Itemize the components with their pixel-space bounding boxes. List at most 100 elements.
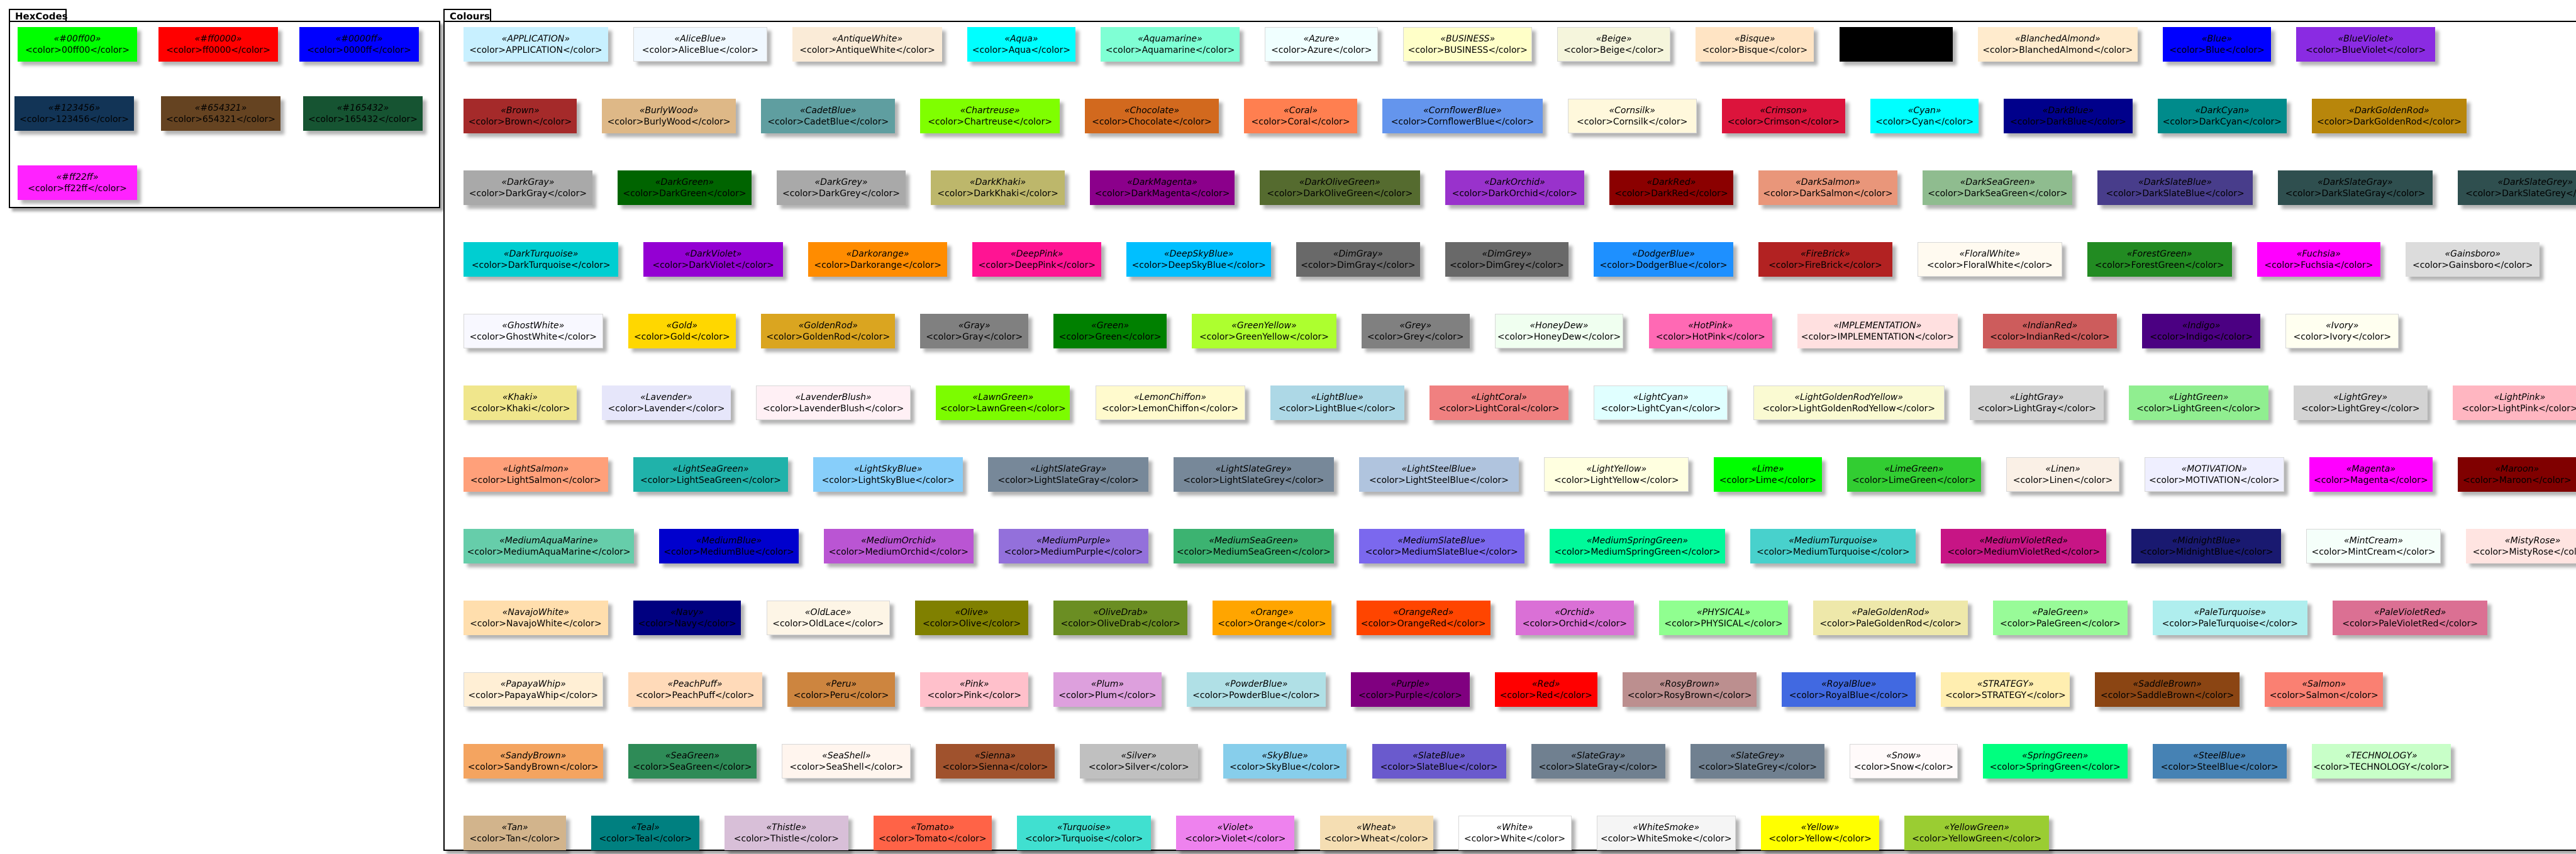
stereotype-label: «Coral»: [1284, 105, 1318, 116]
color-swatch-lightskyblue: «LightSkyBlue»<color>LightSkyBlue</color…: [813, 457, 963, 492]
color-swatch-darkviolet: «DarkViolet»<color>DarkViolet</color>: [643, 242, 783, 277]
color-label: <color>PHYSICAL</color>: [1664, 618, 1783, 629]
stereotype-label: «LightGoldenRodYellow»: [1794, 392, 1904, 402]
color-swatch-steelblue: «SteelBlue»<color>SteelBlue</color>: [2152, 744, 2287, 779]
color-label: <color>SandyBrown</color>: [467, 762, 599, 772]
stereotype-label: «Linen»: [2045, 463, 2080, 474]
stereotype-label: «DarkSlateBlue»: [2138, 177, 2212, 187]
color-label: <color>Azure</color>: [1271, 45, 1372, 55]
stereotype-label: «Wheat»: [1357, 822, 1396, 833]
color-label: <color>DimGray</color>: [1301, 260, 1416, 270]
color-label: <color>MistyRose</color>: [2472, 546, 2576, 557]
stereotype-label: «AliceBlue»: [674, 33, 726, 44]
color-label: <color>CadetBlue</color>: [767, 116, 889, 127]
color-label: <color>PeachPuff</color>: [635, 690, 755, 701]
color-label: <color>LightGray</color>: [1977, 403, 2097, 414]
color-swatch-royalblue: «RoyalBlue»<color>RoyalBlue</color>: [1782, 672, 1916, 707]
color-label: <color>LightPink</color>: [2462, 403, 2576, 414]
package-hexcodes-title: HexCodes: [9, 9, 68, 22]
color-label: <color>WhiteSmoke</color>: [1600, 833, 1732, 844]
stereotype-label: «Silver»: [1121, 750, 1157, 761]
stereotype-label: «Blue»: [2201, 33, 2233, 44]
color-swatch-burlywood: «BurlyWood»<color>BurlyWood</color>: [602, 99, 736, 133]
color-swatch-ff22ff: «#ff22ff»<color>ff22ff</color>: [18, 165, 137, 200]
color-swatch-olive: «Olive»<color>Olive</color>: [915, 601, 1029, 635]
color-swatch-darkseagreen: «DarkSeaGreen»<color>DarkSeaGreen</color…: [1923, 170, 2073, 205]
color-label: <color>SeaGreen</color>: [633, 762, 752, 772]
stereotype-label: «#165432»: [336, 103, 389, 113]
color-label: <color>DarkBlue</color>: [2010, 116, 2126, 127]
stereotype-label: «GreenYellow»: [1231, 320, 1297, 331]
stereotype-label: «#ff22ff»: [56, 172, 99, 182]
color-label: <color>LightSlateGrey</color>: [1183, 475, 1324, 485]
color-label: <color>HotPink</color>: [1655, 331, 1765, 342]
color-label: <color>CornflowerBlue</color>: [1391, 116, 1535, 127]
stereotype-label: «PHYSICAL»: [1697, 607, 1751, 618]
stereotype-label: «MediumVioletRed»: [1979, 535, 2068, 546]
color-label: <color>LightCoral</color>: [1438, 403, 1560, 414]
color-label: <color>White</color>: [1463, 833, 1566, 844]
stereotype-label: «PeachPuff»: [667, 679, 723, 689]
color-label: <color>Purple</color>: [1358, 690, 1462, 701]
color-swatch-slategray: «SlateGray»<color>SlateGray</color>: [1531, 744, 1665, 779]
color-swatch-lime: «Lime»<color>Lime</color>: [1714, 457, 1822, 492]
color-label: <color>00ff00</color>: [25, 45, 130, 55]
color-swatch-gainsboro: «Gainsboro»<color>Gainsboro</color>: [2406, 242, 2540, 277]
color-swatch-darkslategray: «DarkSlateGray»<color>DarkSlateGray</col…: [2277, 170, 2433, 205]
color-swatch-navajowhite: «NavajoWhite»<color>NavajoWhite</color>: [464, 601, 608, 635]
color-swatch-physical: «PHYSICAL»<color>PHYSICAL</color>: [1659, 601, 1788, 635]
stereotype-label: «MediumSeaGreen»: [1209, 535, 1299, 546]
stereotype-label: «DarkSlateGray»: [2318, 177, 2393, 187]
color-swatch-whitesmoke: «WhiteSmoke»<color>WhiteSmoke</color>: [1596, 816, 1736, 850]
color-label: <color>123456</color>: [19, 114, 130, 125]
stereotype-label: «CornflowerBlue»: [1423, 105, 1502, 116]
color-swatch-slateblue: «SlateBlue»<color>SlateBlue</color>: [1372, 744, 1506, 779]
color-label: <color>OldLace</color>: [772, 618, 884, 629]
color-label: <color>MOTIVATION</color>: [2148, 475, 2280, 485]
color-swatch-seagreen: «SeaGreen»<color>SeaGreen</color>: [628, 744, 757, 779]
stereotype-label: «RosyBrown»: [1659, 679, 1720, 689]
color-label: <color>Violet</color>: [1185, 833, 1286, 844]
color-swatch-lightslategrey: «LightSlateGrey»<color>LightSlateGrey</c…: [1174, 457, 1334, 492]
color-swatch-firebrick: «FireBrick»<color>FireBrick</color>: [1758, 242, 1892, 277]
color-label: <color>GreenYellow</color>: [1199, 331, 1330, 342]
color-swatch-salmon: «Salmon»<color>Salmon</color>: [2265, 672, 2384, 707]
stereotype-label: «Beige»: [1596, 33, 1632, 44]
color-label: <color>MediumPurple</color>: [1004, 546, 1143, 557]
color-label: <color>PaleVioletRed</color>: [2342, 618, 2479, 629]
color-swatch-limegreen: «LimeGreen»<color>LimeGreen</color>: [1846, 457, 1982, 492]
color-swatch-fuchsia: «Fuchsia»<color>Fuchsia</color>: [2257, 242, 2381, 277]
color-swatch-midnightblue: «MidnightBlue»<color>MidnightBlue</color…: [2131, 529, 2282, 563]
color-label: <color>Teal</color>: [599, 833, 692, 844]
color-label: <color>Thistle</color>: [733, 833, 839, 844]
color-label: <color>DarkOrchid</color>: [1452, 188, 1578, 199]
color-label: <color>Fuchsia</color>: [2264, 260, 2373, 270]
color-label: <color>Navy</color>: [638, 618, 736, 629]
stereotype-label: «AntiqueWhite»: [831, 33, 903, 44]
stereotype-label: «SandyBrown»: [500, 750, 567, 761]
color-swatch-chartreuse: «Chartreuse»<color>Chartreuse</color>: [920, 99, 1060, 133]
stereotype-label: «LimeGreen»: [1884, 463, 1944, 474]
stereotype-label: «SaddleBrown»: [2133, 679, 2202, 689]
color-swatch-165432: «#165432»<color>165432</color>: [303, 96, 423, 131]
stereotype-label: «DarkBlue»: [2042, 105, 2094, 116]
color-label: <color>Blue</color>: [2169, 45, 2265, 55]
stereotype-label: «NavajoWhite»: [502, 607, 570, 618]
color-label: <color>LimeGreen</color>: [1852, 475, 1976, 485]
color-label: <color>MidnightBlue</color>: [2140, 546, 2273, 557]
color-swatch-wheat: «Wheat»<color>Wheat</color>: [1319, 816, 1433, 850]
stereotype-label: «DodgerBlue»: [1632, 248, 1695, 259]
color-label: <color>Chartreuse</color>: [928, 116, 1053, 127]
stereotype-label: «LightSlateGrey»: [1215, 463, 1292, 474]
stereotype-label: «LightPink»: [2494, 392, 2546, 402]
stereotype-label: «OrangeRed»: [1393, 607, 1454, 618]
color-swatch-deepskyblue: «DeepSkyBlue»<color>DeepSkyBlue</color>: [1126, 242, 1272, 277]
color-label: <color>ff0000</color>: [166, 45, 270, 55]
stereotype-label: «MidnightBlue»: [2172, 535, 2241, 546]
package-hexcodes-body: «#00ff00»<color>00ff00</color>«#ff0000»<…: [9, 21, 440, 208]
color-label: <color>DarkGrey</color>: [782, 188, 901, 199]
stereotype-label: «Navy»: [670, 607, 704, 618]
color-label: <color>Lime</color>: [1719, 475, 1817, 485]
color-label: <color>Gold</color>: [633, 331, 730, 342]
stereotype-label: «IMPLEMENTATION»: [1833, 320, 1922, 331]
